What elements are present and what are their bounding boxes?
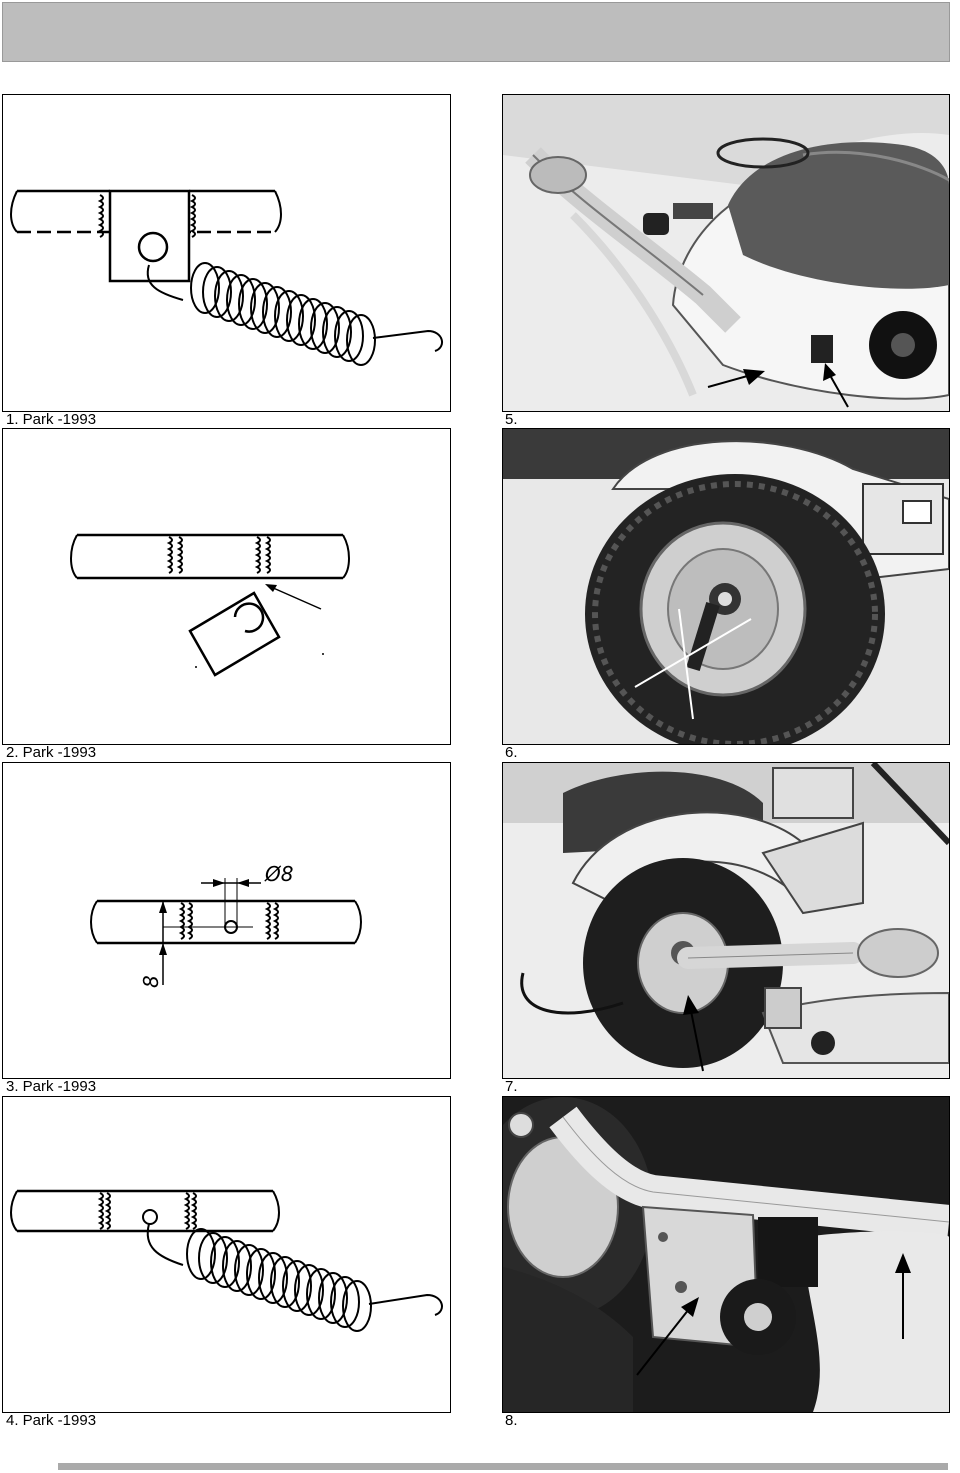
figure-3-caption: 3. Park -1993 bbox=[6, 1078, 97, 1095]
figure-3-drawing: Ø8 8 bbox=[2, 762, 451, 1079]
figure-4-caption: 4. Park -1993 bbox=[6, 1412, 97, 1429]
figure-1-caption: 1. Park -1993 bbox=[6, 411, 97, 428]
figure-7-photo bbox=[502, 762, 950, 1079]
figure-8-photo bbox=[502, 1096, 950, 1413]
figure-3-height-label: 8 bbox=[139, 975, 163, 988]
figure-2-drawing bbox=[2, 428, 451, 745]
footer-bar bbox=[58, 1463, 948, 1470]
figure-5-photo bbox=[502, 94, 950, 412]
figure-3-diameter-label: Ø8 bbox=[264, 862, 293, 886]
figure-8-caption: 8. bbox=[505, 1412, 518, 1429]
figure-4-drawing bbox=[2, 1096, 451, 1413]
figure-6-photo bbox=[502, 428, 950, 745]
figure-2-caption: 2. Park -1993 bbox=[6, 744, 97, 761]
figure-1-drawing bbox=[2, 94, 451, 412]
figure-7-caption: 7. bbox=[505, 1078, 518, 1095]
figure-6-caption: 6. bbox=[505, 744, 518, 761]
figure-5-caption: 5. bbox=[505, 411, 518, 428]
header-bar bbox=[2, 2, 950, 62]
